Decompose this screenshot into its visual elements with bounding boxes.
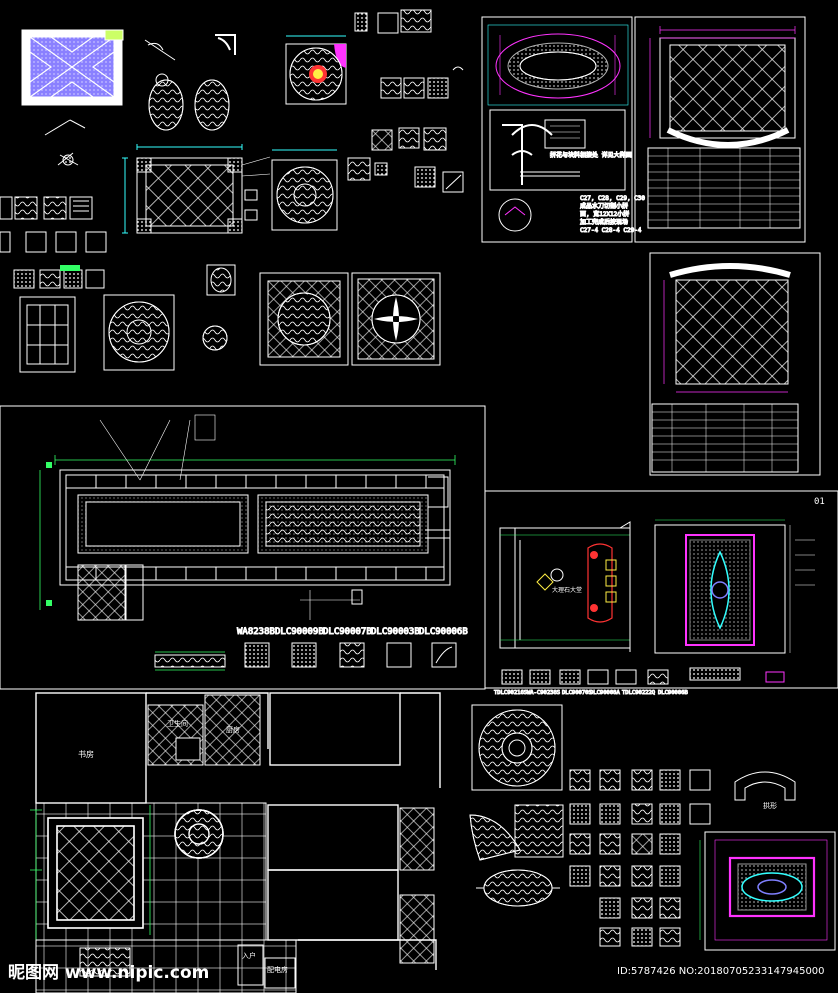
top-right-sheet: 拼花与块料相接处 详见大样图 C27, C28, C29, C30 成品水刀切割…: [481, 16, 806, 243]
room-study-label: 书房: [78, 749, 94, 759]
sheet-01: 01 大理石大堂 TDLC90216S WA-C90238: [484, 490, 838, 697]
material-code-3: DLC90007B: [323, 627, 372, 637]
tile-grid: [569, 769, 711, 947]
note-line-2: 成品水刀切割小拼: [580, 202, 628, 210]
material-code-1: WA8238B: [237, 627, 275, 637]
sheet-number: 01: [814, 497, 825, 507]
note-line-5: C27-4 C28-4 C29-4: [580, 227, 642, 234]
room-bath1-label: 卫生间: [167, 719, 188, 728]
elevation-sheet: WA8238B DLC90009B DLC90007B DLC90003B DL…: [0, 405, 486, 690]
material-code-2: DLC90009B: [275, 627, 324, 637]
floor-plan: 书房 卫生间 厨房 入户 配电房: [30, 692, 441, 993]
note-line-4: 加工完成后按现场: [580, 218, 628, 226]
watermark-site: 昵图网 www.nipic.com: [8, 963, 210, 983]
room-bath2-label: 厨房: [226, 725, 240, 734]
legend-code-1: TDLC90216S: [494, 690, 527, 696]
note-line-1: C27, C28, C29, C30: [580, 195, 645, 202]
legend-code-6: DLC90006B: [658, 690, 688, 696]
arch-label: 拱形: [763, 801, 777, 810]
note-box-text: 拼花与块料相接处 详见大样图: [550, 151, 632, 159]
top-center-panels: [122, 9, 464, 366]
legend-code-4: DLC90008A: [590, 690, 620, 696]
top-left-tile-group: [0, 29, 236, 373]
material-codes-row: WA8238B DLC90009B DLC90007B DLC90003B DL…: [237, 627, 469, 638]
bottom-right-tiles: 拱形: [469, 704, 836, 951]
note-line-3: 面, 宽12X12小拼: [580, 210, 629, 218]
note-lines: C27, C28, C29, C30 成品水刀切割小拼 面, 宽12X12小拼 …: [580, 195, 646, 235]
watermark-id: ID:5787426 NO:20180705233147945000: [617, 966, 825, 977]
mid-right-sheet: [649, 252, 821, 476]
entrance-label: 入户: [242, 951, 256, 960]
legend-code-5: TDLC90222Q: [622, 690, 655, 696]
material-code-4: DLC90003B: [371, 627, 420, 637]
distribution-label: 配电房: [267, 965, 288, 974]
legend-code-3: DLC90070S: [562, 690, 592, 696]
big-marker: 大理石大堂: [552, 586, 582, 594]
legend-code-2: WA-C90238S: [527, 690, 560, 696]
material-code-5: DLC90006B: [419, 627, 468, 637]
legend-codes: TDLC90216S WA-C90238S DLC90070S DLC90008…: [494, 690, 689, 697]
